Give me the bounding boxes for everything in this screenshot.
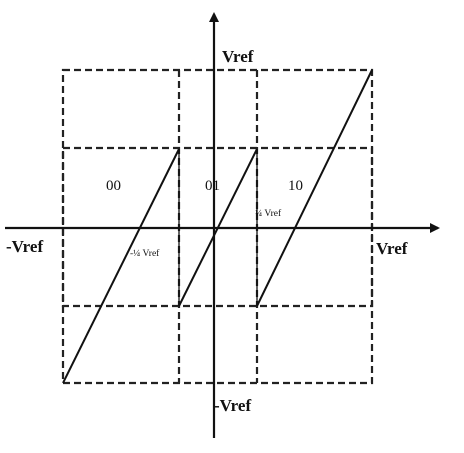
- y-axis-bottom-label: -Vref: [214, 396, 251, 415]
- x-axis-left-label: -Vref: [6, 237, 43, 256]
- curve-segment-10: [256, 69, 373, 307]
- transfer-curve: [62, 69, 373, 384]
- region-label-01: 01: [205, 178, 220, 194]
- curve-segment-00: [62, 148, 180, 384]
- region-label-00: 00: [106, 178, 121, 194]
- plus-quarter-vref-label: ¼ Vref: [255, 208, 282, 219]
- curve-segment-01: [178, 148, 258, 307]
- x-axis-right-label: Vref: [376, 239, 408, 258]
- region-label-10: 10: [288, 178, 303, 194]
- minus-quarter-vref-label: -¼ Vref: [130, 248, 160, 259]
- y-axis-top-label: Vref: [222, 47, 254, 66]
